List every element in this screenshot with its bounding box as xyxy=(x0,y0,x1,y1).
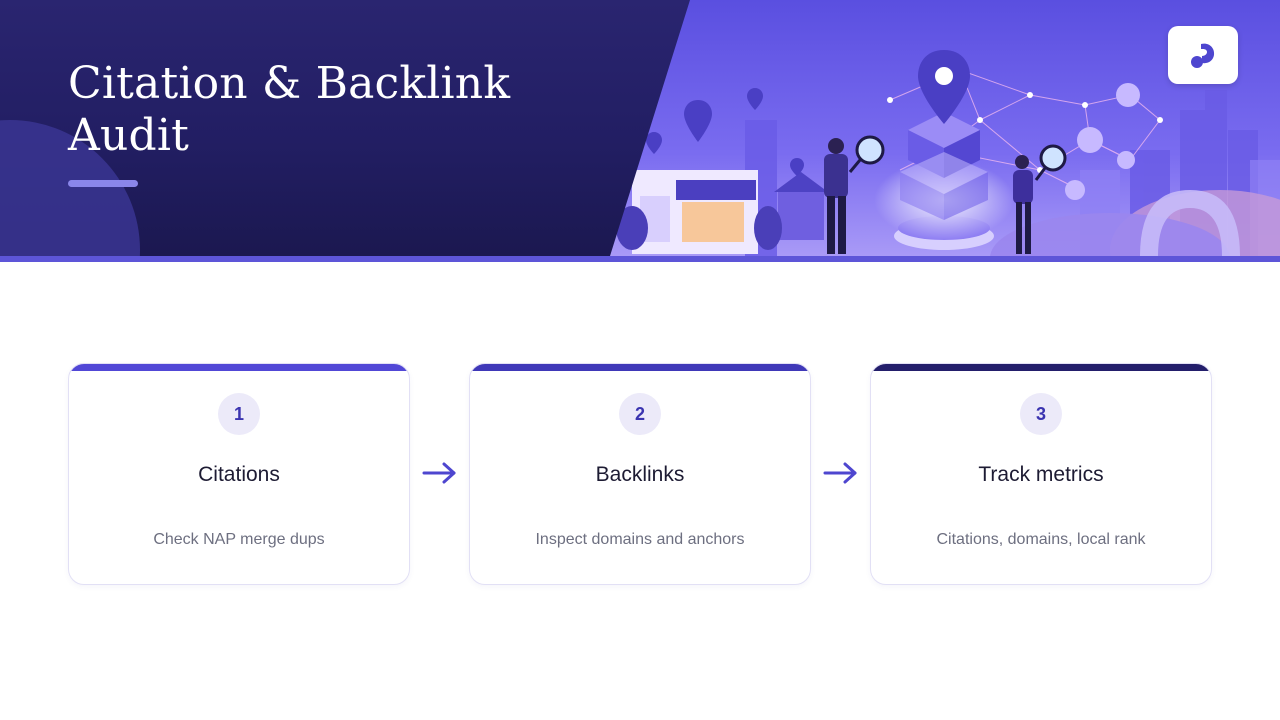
step-accent-bar xyxy=(470,364,810,371)
header-title-panel: Citation & Backlink Audit xyxy=(0,0,690,256)
step-number: 2 xyxy=(619,393,661,435)
step-description: Check NAP merge dups xyxy=(153,531,325,548)
step-accent-bar xyxy=(69,364,409,371)
storefront-icon xyxy=(632,170,758,254)
step-number: 3 xyxy=(1020,393,1062,435)
step-card-citations: 1 Citations Check NAP merge dups xyxy=(68,363,410,585)
map-pin-icon xyxy=(918,50,970,124)
step-card-track-metrics: 3 Track metrics Citations, domains, loca… xyxy=(870,363,1212,585)
step-description: Inspect domains and anchors xyxy=(535,531,745,548)
header-accent-bar xyxy=(0,256,1280,262)
brand-logo[interactable] xyxy=(1168,26,1238,84)
step-title: Citations xyxy=(198,463,280,486)
page-title: Citation & Backlink Audit xyxy=(68,58,511,161)
step-accent-bar xyxy=(871,364,1211,371)
arrow-right-icon xyxy=(823,462,857,484)
brand-logo-icon xyxy=(1191,43,1215,68)
process-steps: 1 Citations Check NAP merge dups 2 Backl… xyxy=(68,363,1213,585)
step-title: Track metrics xyxy=(978,463,1104,486)
magnifier-icon xyxy=(848,135,885,173)
header-banner: Citation & Backlink Audit xyxy=(0,0,1280,262)
step-card-backlinks: 2 Backlinks Inspect domains and anchors xyxy=(469,363,811,585)
step-title: Backlinks xyxy=(595,463,685,486)
step-description: Citations, domains, local rank xyxy=(936,531,1146,548)
arrow-right-icon xyxy=(422,462,456,484)
title-underline xyxy=(68,180,138,187)
step-number: 1 xyxy=(218,393,260,435)
header-illustration xyxy=(560,0,1280,256)
